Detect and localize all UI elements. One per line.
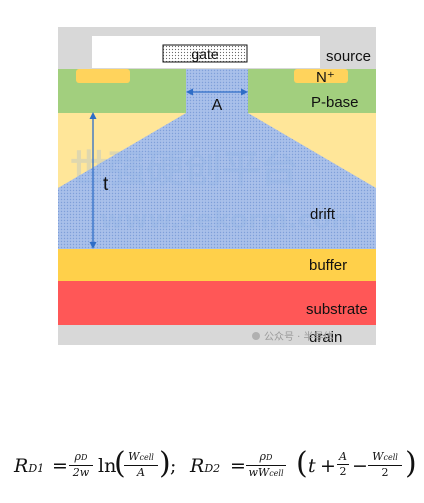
resistance-formula: RD1 = ρD 2w ln ( Wcell A ) ; RD2 = ρD wW…	[0, 446, 424, 486]
watermark-caption: 公众号 · 半导体	[264, 330, 334, 343]
minus-sign: −	[352, 455, 368, 477]
n-plus-label: N⁺	[316, 69, 335, 86]
arrow-a-head-right	[241, 88, 248, 96]
semicolon: ;	[170, 455, 177, 477]
plus-sign: +	[320, 455, 336, 477]
ln-function: ln	[98, 455, 117, 477]
right-paren-1: )	[159, 446, 171, 481]
left-paren-2: (	[296, 446, 308, 481]
wechat-icon	[252, 332, 260, 340]
rho-over-2w: ρD 2w	[69, 450, 93, 480]
arrow-t-head-top	[89, 112, 97, 119]
source-label: source	[326, 48, 371, 65]
t-label: t	[103, 174, 109, 195]
gate-electrode	[162, 44, 248, 63]
buffer-label: buffer	[309, 257, 347, 274]
a-label: A	[212, 97, 223, 114]
rd2-symbol: RD2	[190, 455, 221, 477]
rd2-equals: =	[230, 455, 246, 477]
rho-over-wwcell: ρD wWcell	[246, 450, 286, 481]
arrow-a-head-left	[186, 88, 193, 96]
gate-label: gate	[191, 46, 218, 62]
left-paren-1: (	[114, 446, 126, 481]
right-paren-2: )	[405, 446, 417, 481]
watermark-cn: 世强硬创平台	[70, 147, 298, 191]
drain-layer	[58, 325, 376, 345]
current-spreading-region	[58, 69, 376, 249]
arrow-t-head-bottom	[89, 242, 97, 249]
a-over-2: A 2	[337, 450, 349, 479]
drain-label: drain	[309, 329, 342, 346]
n-plus-left	[76, 69, 130, 83]
rd1-symbol: RD1	[14, 455, 45, 477]
substrate-layer	[58, 281, 376, 325]
rd1-equals: =	[52, 455, 68, 477]
p-base-label: P-base	[311, 94, 359, 111]
buffer-layer	[58, 249, 376, 281]
substrate-label: substrate	[306, 301, 368, 318]
mosfet-cross-section: 世强硬创平台 www.sekorm.com gate source N⁺ P-b…	[58, 27, 376, 346]
wcell-over-a: Wcell A	[124, 450, 158, 480]
watermark-url: www.sekorm.com	[100, 205, 358, 235]
t-variable: t	[308, 455, 316, 477]
drift-label: drift	[310, 206, 336, 223]
n-plus-right	[294, 69, 348, 83]
wcell-over-2: Wcell 2	[368, 450, 402, 480]
